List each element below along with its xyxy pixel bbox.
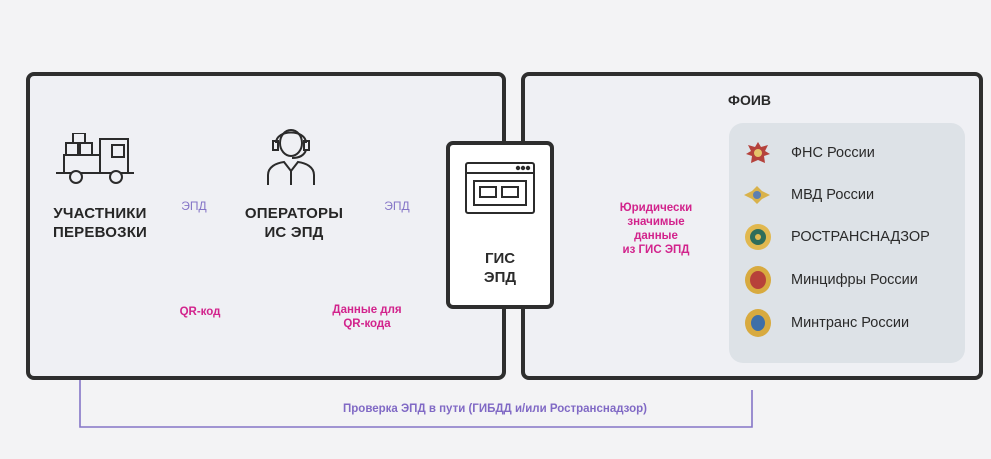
road-check-label: Проверка ЭПД в пути (ГИБДД и/или Ростран… <box>343 403 647 415</box>
legal-line1: Юридически <box>619 202 693 214</box>
operators-line2: ИС ЭПД <box>264 224 324 241</box>
operators-line1: ОПЕРАТОРЫ <box>244 205 344 222</box>
mvd-emblem-icon <box>744 186 770 204</box>
eagle-emblem-icon <box>746 142 770 163</box>
foiv-title: ФОИВ <box>728 92 772 108</box>
gis-line1: ГИС <box>484 250 516 267</box>
participants-line2: ПЕРЕВОЗКИ <box>52 224 148 241</box>
participants-label: УЧАСТНИКИ ПЕРЕВОЗКИ <box>40 204 160 242</box>
agency-name: РОСТРАНСНАДЗОР <box>791 229 930 245</box>
participants-line1: УЧАСТНИКИ <box>53 205 147 222</box>
mincifry-emblem-icon <box>745 266 771 294</box>
operators-label: ОПЕРАТОРЫ ИС ЭПД <box>236 204 352 242</box>
agency-name: Минцифры России <box>791 272 918 288</box>
qr-data-line1: Данные для <box>332 304 402 316</box>
agency-name: Минтранс России <box>791 315 910 331</box>
legal-data-label: Юридически значимые данные из ГИС ЭПД <box>608 201 704 257</box>
agency-item: ФНС России <box>729 139 965 167</box>
gis-line2: ЭПД <box>483 269 517 286</box>
agency-name: ФНС России <box>791 145 875 161</box>
agency-item: Минтранс России <box>729 309 965 337</box>
legal-line4: из ГИС ЭПД <box>622 244 690 256</box>
truck-icon <box>56 133 134 184</box>
legal-line3: данные <box>634 230 678 242</box>
gis-label: ГИС ЭПД <box>450 249 550 287</box>
mintrans-emblem-icon <box>745 309 771 337</box>
qr-code-label: QR-код <box>179 306 221 318</box>
gis-epd-box: ГИС ЭПД <box>446 141 554 309</box>
browser-window-icon <box>465 162 535 214</box>
agency-name: МВД России <box>791 187 875 203</box>
agency-item: МВД России <box>729 181 965 209</box>
legal-line2: значимые <box>627 216 685 228</box>
agency-item: РОСТРАНСНАДЗОР <box>729 223 965 251</box>
epd-label-1: ЭПД <box>181 199 207 213</box>
left-panel <box>26 72 506 380</box>
operator-headset-icon <box>267 129 315 185</box>
qr-data-line2: QR-кода <box>343 318 391 330</box>
agency-item: Минцифры России <box>729 266 965 294</box>
foiv-agency-list: ФНС России МВД России РОСТРАНСНАДЗОР Мин… <box>729 123 965 363</box>
qr-data-label: Данные для QR-кода <box>322 303 412 331</box>
epd-label-2: ЭПД <box>384 199 410 213</box>
rostransnadzor-emblem-icon <box>745 224 771 250</box>
